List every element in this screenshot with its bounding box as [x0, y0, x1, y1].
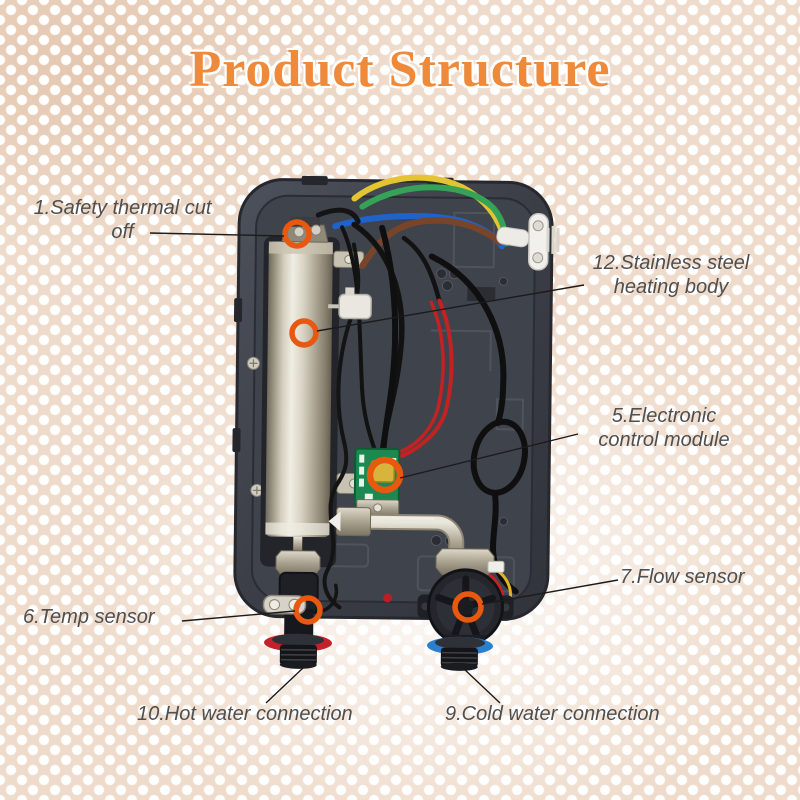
marker-safety-thermal-cutoff	[282, 219, 312, 249]
leader-hot-water	[265, 667, 304, 704]
thermostat-component	[328, 287, 372, 320]
marker-flow-sensor	[452, 591, 484, 623]
indicator-dot	[383, 593, 393, 603]
cold-water-connection	[427, 634, 493, 671]
marker-heating-body	[289, 318, 319, 348]
stainless-steel-heating-body	[260, 216, 340, 576]
page-title: Product Structure	[189, 41, 611, 98]
leader-safety-thermal-cutoff	[149, 232, 285, 237]
marker-temp-sensor	[293, 595, 323, 625]
callout-electronic-control-module: 5.Electronic control module	[598, 405, 730, 451]
callout-safety-thermal-cutoff: 1.Safety thermal cut off	[33, 197, 212, 243]
cable-clamp	[496, 213, 560, 271]
leader-control-module	[399, 433, 579, 479]
callout-flow-sensor: 7.Flow sensor	[620, 566, 745, 588]
leader-lines	[149, 232, 619, 704]
marker-control-module	[366, 456, 404, 494]
leader-cold-water	[462, 667, 501, 704]
looped-cable	[470, 418, 528, 496]
callout-stainless-steel-heating-body: 12.Stainless steel heating body	[592, 252, 750, 298]
callout-cold-water-connection: 9.Cold water connection	[445, 703, 660, 725]
callout-hot-water-connection: 10.Hot water connection	[137, 703, 353, 725]
flow-sensor-body	[417, 548, 514, 646]
callout-temp-sensor: 6.Temp sensor	[23, 606, 155, 628]
leader-temp-sensor	[181, 610, 296, 622]
leader-flow-sensor	[481, 579, 619, 605]
leader-heating-body	[316, 284, 585, 332]
water-heater-unit	[232, 174, 560, 671]
